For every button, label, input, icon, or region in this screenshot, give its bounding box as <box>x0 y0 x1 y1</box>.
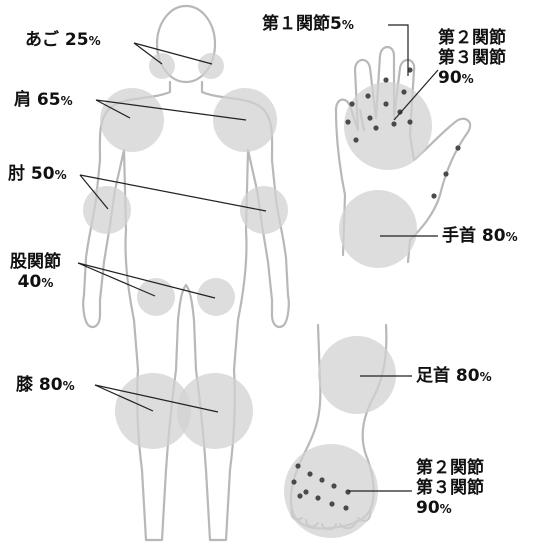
label-jaw-unit: % <box>89 34 101 48</box>
label-toe23-value: 90 <box>416 498 440 518</box>
label-ankle-value: 80 <box>456 366 480 386</box>
label-shoulder-unit: % <box>61 94 73 108</box>
label-knee-value: 80 <box>39 375 63 395</box>
label-knee: 膝 80% <box>16 375 75 396</box>
hip-right-circle <box>197 278 235 316</box>
label-shoulder-value: 65 <box>37 90 61 110</box>
elbow-left-circle <box>83 186 131 234</box>
label-finger23-line1: 第２関節 <box>438 28 506 48</box>
label-wrist: 手首 80% <box>442 226 518 247</box>
label-elbow-name: 肘 <box>8 164 25 184</box>
body-outline <box>83 6 289 540</box>
label-hip: 股関節 40% <box>10 252 61 293</box>
hip-left-circle <box>137 278 175 316</box>
label-finger1-unit: % <box>342 18 354 32</box>
label-finger23-unit: % <box>462 72 474 86</box>
label-finger23: 第２関節 第３関節 90% <box>438 28 506 89</box>
label-hip-name: 股関節 <box>10 252 61 272</box>
finger-joints-circle <box>344 82 432 170</box>
label-ankle-name: 足首 <box>416 366 450 386</box>
label-finger1: 第１関節5% <box>262 14 354 35</box>
label-toe23-unit: % <box>440 502 452 516</box>
label-elbow-unit: % <box>55 168 67 182</box>
label-wrist-unit: % <box>506 230 518 244</box>
label-ankle-unit: % <box>480 370 492 384</box>
label-toe23: 第２関節 第３関節 90% <box>416 458 484 519</box>
label-elbow-value: 50 <box>31 164 55 184</box>
label-finger23-value: 90 <box>438 68 462 88</box>
label-hip-value: 40 <box>18 272 42 292</box>
label-toe23-line2: 第３関節 <box>416 478 484 498</box>
label-shoulder-name: 肩 <box>14 90 31 110</box>
label-jaw-value: 25 <box>65 30 89 50</box>
label-shoulder: 肩 65% <box>14 90 73 111</box>
label-jaw-name: あご <box>25 30 59 50</box>
label-wrist-value: 80 <box>482 226 506 246</box>
label-finger1-value: 5 <box>330 14 342 34</box>
label-knee-name: 膝 <box>16 375 33 395</box>
label-ankle: 足首 80% <box>416 366 492 387</box>
jaw-right-circle <box>198 53 224 79</box>
label-wrist-name: 手首 <box>442 226 476 246</box>
shoulder-left-circle <box>100 88 164 152</box>
label-finger23-line2: 第３関節 <box>438 48 506 68</box>
label-toe23-line1: 第２関節 <box>416 458 484 478</box>
torso-outline <box>83 82 289 540</box>
label-jaw: あご 25% <box>25 30 101 51</box>
label-hip-unit: % <box>41 276 53 290</box>
elbow-right-circle <box>240 186 288 234</box>
label-knee-unit: % <box>63 379 75 393</box>
label-elbow: 肘 50% <box>8 164 67 185</box>
joint-circles <box>83 53 432 538</box>
wrist-circle <box>339 190 417 268</box>
label-finger1-name: 第１関節 <box>262 14 330 34</box>
ankle-circle <box>318 336 396 414</box>
